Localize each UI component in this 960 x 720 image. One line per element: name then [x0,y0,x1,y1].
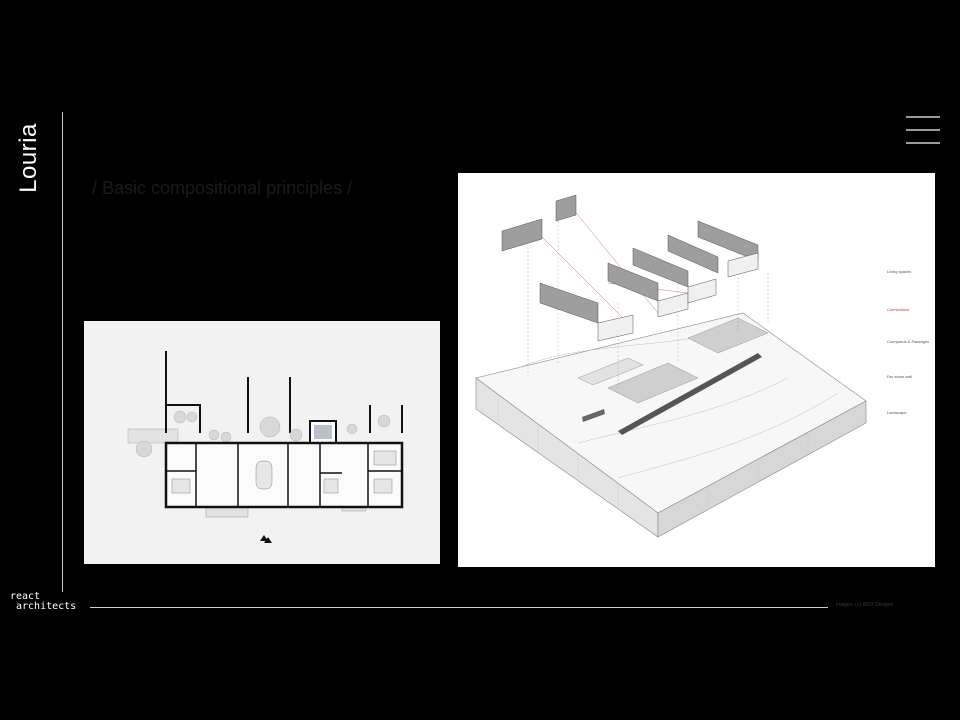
legend-landscape: Landscape [887,410,907,415]
axonometric-drawing: Living spaces Connections Courtyards & P… [458,173,935,567]
hamburger-menu-icon [906,116,940,118]
footer-note: Images: (c) 2023 Designs [836,602,893,608]
section-subtitle: / Basic compositional principles / [92,178,353,198]
floor-plan-image [84,321,440,564]
brand-logo[interactable]: react architects [10,592,76,612]
brand-line-2: architects [16,601,77,612]
project-title-text: Louria [15,123,42,193]
legend-courtyards-passages: Courtyards & Passages [887,339,929,344]
vertical-divider [62,112,63,592]
hamburger-menu-bar [906,129,940,131]
project-title: Louria [12,118,46,198]
hamburger-menu-bar [906,142,940,144]
legend-dry-stone-wall: Dry stone wall [887,374,912,379]
legend-connections: Connections [887,307,909,312]
brand-line-1: react [10,591,41,602]
axonometric-diagram-image: Living spaces Connections Courtyards & P… [458,173,935,567]
footer-divider [90,607,828,608]
floor-plan-drawing [84,321,440,564]
legend-living-spaces: Living spaces [887,269,911,274]
hamburger-menu-button[interactable] [906,116,940,144]
